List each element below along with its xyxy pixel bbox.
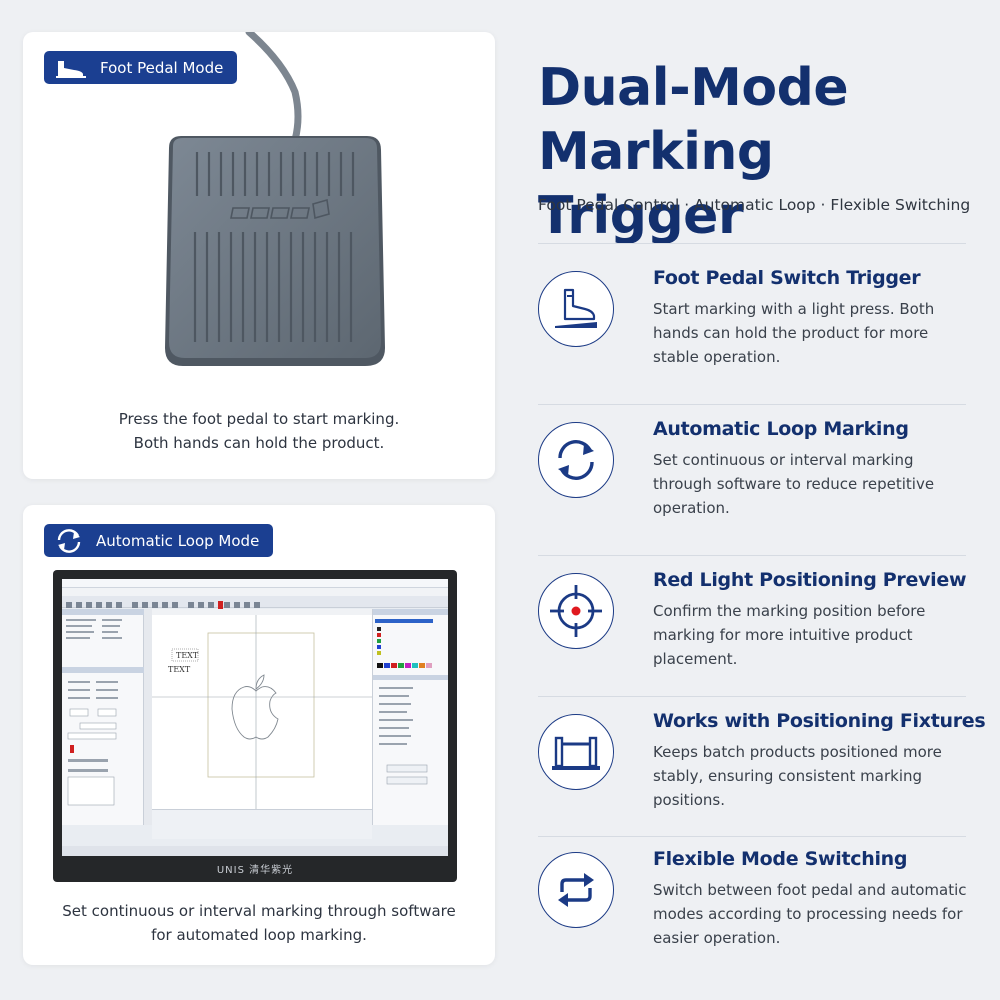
foot-pedal-caption: Press the foot pedal to start marking. B… <box>23 407 495 455</box>
foot-pedal-card: Foot Pedal Mode <box>23 32 495 479</box>
foot-pedal-mode-badge: Foot Pedal Mode <box>44 51 238 84</box>
feature-icon-circle <box>538 271 614 347</box>
feature-red-light: Red Light Positioning Preview Confirm th… <box>538 569 978 723</box>
divider <box>538 404 966 405</box>
feature-icon-circle <box>538 852 614 928</box>
title-line: Dual-Mode <box>538 58 849 118</box>
automatic-loop-caption: Set continuous or interval marking throu… <box>23 899 495 947</box>
title-line: Marking Trigger <box>538 122 774 246</box>
caption-line: Press the foot pedal to start marking. <box>118 410 400 428</box>
screen-text-1: TEXT <box>176 651 199 660</box>
feature-title: Works with Positioning Fixtures <box>653 710 986 732</box>
feature-flexible-switching: Flexible Mode Switching Switch between f… <box>538 848 978 1000</box>
page-title: Dual-Mode Marking Trigger <box>538 56 978 248</box>
loop-arrows-icon <box>57 528 81 553</box>
feature-icon-circle <box>538 573 614 649</box>
software-toolbar <box>62 596 448 609</box>
software-statusbar <box>62 846 448 856</box>
fixture-icon <box>552 736 600 770</box>
software-left-panel <box>62 609 144 825</box>
feature-description: Set continuous or interval marking throu… <box>653 451 935 517</box>
feature-foot-pedal: Foot Pedal Switch Trigger Start marking … <box>538 267 978 421</box>
feature-icon-circle <box>538 714 614 790</box>
feature-description: Confirm the marking position before mark… <box>653 602 926 668</box>
divider <box>538 836 966 837</box>
software-right-panel <box>372 609 448 825</box>
monitor-brand-logo: UNIS 清华紫光 <box>216 865 294 876</box>
software-screen: TEXT TEXT <box>62 579 448 856</box>
software-menubar <box>62 588 448 596</box>
monitor-screenshot: TEXT TEXT <box>53 570 457 882</box>
software-left-tools <box>144 609 152 825</box>
screen-text-2: TEXT <box>168 665 191 674</box>
page-subtitle: Foot Pedal Control · Automatic Loop · Fl… <box>538 196 971 214</box>
software-titlebar <box>62 579 448 588</box>
feature-positioning-fixtures: Works with Positioning Fixtures Keeps ba… <box>538 710 986 864</box>
loop-arrows-icon <box>558 440 594 480</box>
caption-line: Both hands can hold the product. <box>133 434 385 452</box>
feature-description: Keeps batch products positioned more sta… <box>653 743 942 809</box>
feature-title: Foot Pedal Switch Trigger <box>653 267 921 289</box>
automatic-loop-mode-badge: Automatic Loop Mode <box>44 524 274 557</box>
software-bottom-bar <box>152 809 372 839</box>
divider <box>538 555 966 556</box>
caption-line: for automated loop marking. <box>151 926 367 944</box>
pedal-cable <box>245 32 302 142</box>
divider <box>538 696 966 697</box>
feature-title: Red Light Positioning Preview <box>653 569 967 591</box>
badge-label: Automatic Loop Mode <box>96 531 260 550</box>
badge-label: Foot Pedal Mode <box>100 58 224 77</box>
feature-title: Flexible Mode Switching <box>653 848 908 870</box>
feature-automatic-loop: Automatic Loop Marking Set continuous or… <box>538 418 978 572</box>
foot-pedal-image <box>161 134 387 374</box>
divider <box>538 243 966 244</box>
foot-pedal-icon <box>555 288 597 328</box>
caption-line: Set continuous or interval marking throu… <box>62 902 456 920</box>
automatic-loop-card: Automatic Loop Mode <box>23 505 495 965</box>
feature-icon-circle <box>538 422 614 498</box>
foot-icon <box>56 60 86 78</box>
software-canvas: TEXT TEXT <box>152 609 372 809</box>
feature-description: Switch between foot pedal and automatic … <box>653 881 967 947</box>
feature-description: Start marking with a light press. Both h… <box>653 300 935 366</box>
feature-title: Automatic Loop Marking <box>653 418 909 440</box>
crosshair-icon <box>550 585 602 637</box>
switch-arrows-icon <box>558 873 594 907</box>
